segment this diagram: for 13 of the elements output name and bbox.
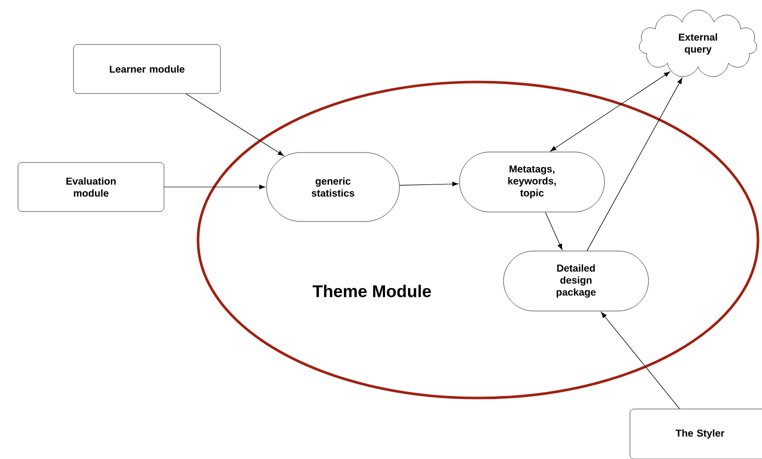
module-box: Evaluation module — [18, 162, 164, 212]
arrow — [601, 312, 680, 410]
process-box: generic statistics — [266, 152, 400, 222]
process-box: Detailed design package — [503, 250, 649, 312]
arrow — [164, 184, 266, 190]
process-box: Metatags, keywords, topic — [459, 152, 605, 212]
module-box: Learner module — [73, 44, 221, 94]
arrow — [186, 93, 284, 156]
arrow — [545, 212, 562, 250]
module-box: The Styler — [630, 408, 762, 459]
arrow — [550, 72, 670, 152]
arrow — [586, 78, 682, 252]
arrow — [399, 182, 458, 186]
